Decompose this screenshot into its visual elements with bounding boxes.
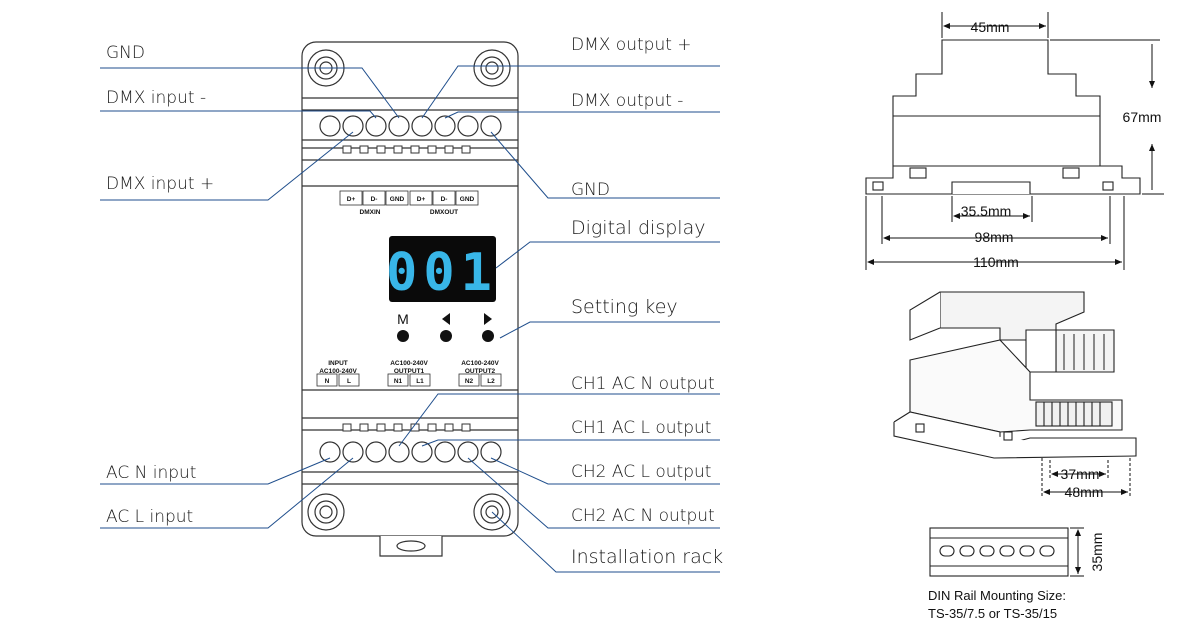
mount-hole-bottom-left <box>307 493 345 531</box>
label-ac-l-input: AC L input <box>106 507 193 527</box>
out2-n2: N2 <box>465 378 474 385</box>
label-digital-display: Digital display <box>571 217 705 239</box>
rail-note-line1: DIN Rail Mounting Size: <box>928 588 1066 603</box>
digital-display-screen <box>389 236 496 302</box>
rail-dimension-lines <box>1070 527 1084 577</box>
leader-lines <box>100 65 720 573</box>
key-right-button[interactable] <box>482 330 494 342</box>
label-ac-n-input: AC N input <box>106 463 196 483</box>
terminal-dminus-out: D- <box>441 196 448 203</box>
rail-note-line2: TS-35/7.5 or TS-35/15 <box>928 606 1057 621</box>
out1-terminal-block <box>387 373 431 387</box>
input-l: L <box>347 378 351 385</box>
bottom-terminal-slots <box>342 423 471 432</box>
terminal-dplus-out: D+ <box>417 196 426 203</box>
dim-base-37: 37mm <box>1061 466 1100 482</box>
left-arrow-icon <box>442 313 450 325</box>
label-setting-key: Setting key <box>571 296 678 318</box>
mount-hole-top-right <box>473 49 511 87</box>
top-terminal-screws <box>319 115 502 137</box>
label-ch1-l-output: CH1 AC L output <box>571 418 711 438</box>
side-view-drawing <box>865 39 1141 195</box>
label-ch2-l-output: CH2 AC L output <box>571 462 711 482</box>
side-dimension-lines <box>865 12 1164 270</box>
input-n: N <box>325 378 330 385</box>
terminal-dplus-in: D+ <box>347 196 356 203</box>
display-value: 001 <box>386 243 498 303</box>
label-dmx-input-minus: DMX input - <box>106 88 206 108</box>
label-dmx-input-plus: DMX input + <box>106 174 214 194</box>
terminal-dminus-in: D- <box>371 196 378 203</box>
din-rail-drawing <box>929 527 1069 577</box>
label-installation-rack: Installation rack <box>571 546 723 568</box>
right-arrow-icon <box>484 313 492 325</box>
key-m-button[interactable] <box>397 330 409 342</box>
label-ch2-n-output: CH2 AC N output <box>571 506 715 526</box>
dim-body-width: 98mm <box>975 229 1014 245</box>
out1-n1: N1 <box>394 378 403 385</box>
out2-terminal-block <box>458 373 502 387</box>
terminal-gnd-in: GND <box>390 196 405 203</box>
out2-voltage: AC100-240V <box>461 360 499 367</box>
label-dmx-output-minus: DMX output - <box>571 91 683 111</box>
out2-l2: L2 <box>487 378 495 385</box>
top-terminal-slots <box>342 145 471 154</box>
iso-dimension-lines <box>1041 458 1131 498</box>
label-gnd-top: GND <box>106 43 145 63</box>
key-m-label: M <box>397 311 409 327</box>
label-dmx-output-plus: DMX output + <box>571 35 692 55</box>
input-title: INPUT <box>328 360 348 367</box>
input-terminal-block <box>316 373 360 387</box>
dim-width-top: 45mm <box>971 19 1010 35</box>
key-left-button[interactable] <box>440 330 452 342</box>
dmx-terminal-block <box>339 190 479 206</box>
dim-height: 67mm <box>1123 109 1162 125</box>
dmx-in-label: DMXIN <box>360 209 381 216</box>
dmx-out-label: DMXOUT <box>430 209 458 216</box>
out1-l1: L1 <box>416 378 424 385</box>
out1-title: OUTPUT1 <box>394 368 425 375</box>
dim-rail-inner: 35.5mm <box>961 203 1012 219</box>
label-gnd-right: GND <box>571 180 610 200</box>
terminal-gnd-out: GND <box>460 196 475 203</box>
bottom-terminal-screws <box>319 441 502 463</box>
dim-total-width: 110mm <box>973 254 1019 270</box>
isometric-view-drawing <box>893 291 1137 459</box>
dim-rail-height: 35mm <box>1089 533 1105 572</box>
dim-base-48: 48mm <box>1065 484 1104 500</box>
out2-title: OUTPUT2 <box>465 368 496 375</box>
label-ch1-n-output: CH1 AC N output <box>571 374 715 394</box>
input-voltage: AC100-240V <box>319 368 357 375</box>
out1-voltage: AC100-240V <box>390 360 428 367</box>
